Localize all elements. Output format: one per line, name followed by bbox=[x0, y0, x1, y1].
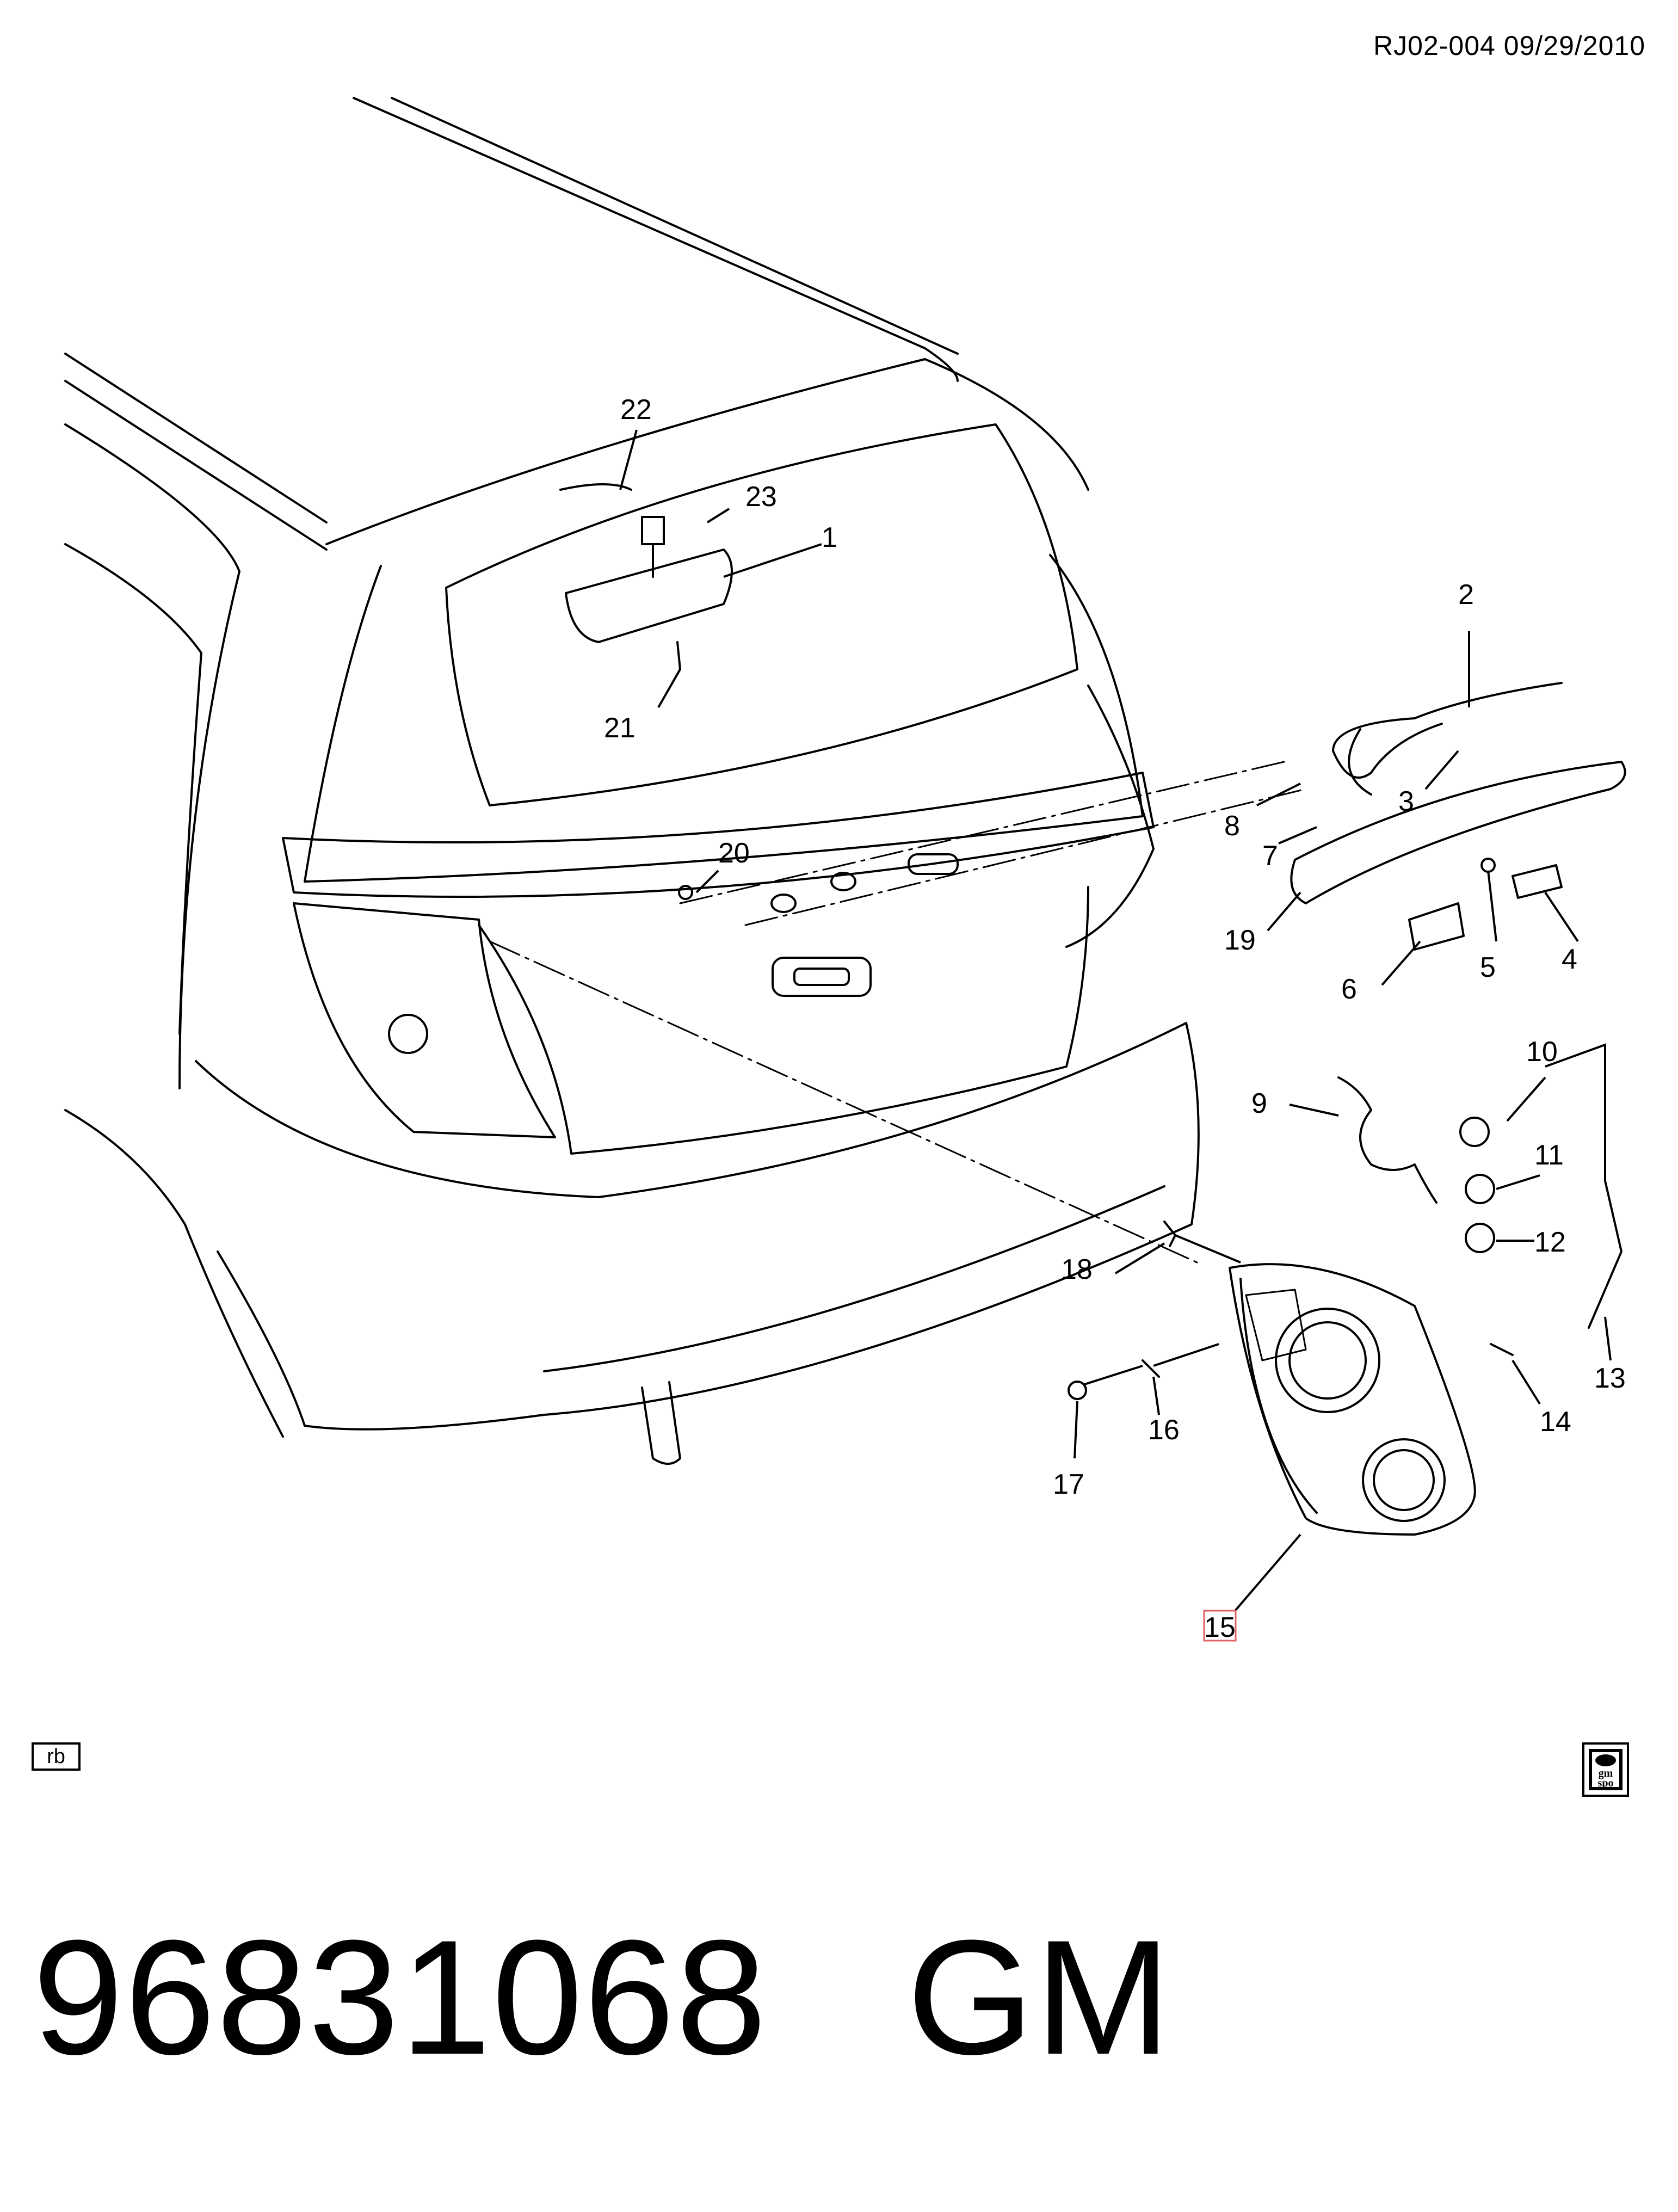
callout-14: 14 bbox=[1540, 1406, 1571, 1438]
callout-2: 2 bbox=[1458, 579, 1474, 611]
callout-5: 5 bbox=[1480, 952, 1496, 983]
leader-21 bbox=[657, 669, 681, 708]
callout-22: 22 bbox=[620, 394, 652, 426]
callout-8: 8 bbox=[1224, 810, 1240, 842]
spoiler-band bbox=[282, 772, 1155, 898]
callout-9: 9 bbox=[1251, 1088, 1267, 1119]
document-id: RJ02-004 09/29/2010 bbox=[1373, 30, 1645, 61]
leader-14 bbox=[1512, 1359, 1541, 1405]
tailgate-outline bbox=[304, 554, 1144, 883]
left-door bbox=[64, 543, 202, 1035]
part-9-harness bbox=[1337, 1076, 1438, 1204]
part-15-tail-lamp bbox=[1229, 1263, 1476, 1536]
leader-8 bbox=[1256, 782, 1301, 806]
connection-line-a bbox=[489, 940, 1198, 1264]
logo-text-bottom: spo bbox=[1597, 1777, 1614, 1789]
gm-spo-logo-icon: gm spo bbox=[1582, 1742, 1629, 1797]
part-22-wire bbox=[559, 483, 632, 491]
callout-1: 1 bbox=[822, 522, 837, 553]
left-wheel-arch bbox=[64, 1109, 284, 1438]
part-19-spoiler bbox=[1290, 761, 1626, 904]
roof-top bbox=[924, 347, 959, 382]
callout-19: 19 bbox=[1224, 925, 1256, 956]
callout-4: 4 bbox=[1562, 944, 1577, 975]
connection-line-c bbox=[679, 761, 1285, 904]
part-number: 96831068 bbox=[33, 1906, 768, 2088]
leader-18 bbox=[1114, 1242, 1165, 1274]
leader-10b bbox=[1545, 1043, 1606, 1181]
tow-hook bbox=[641, 1381, 681, 1465]
rear-bumper bbox=[195, 1022, 1200, 1431]
roof-edge-2 bbox=[391, 97, 959, 355]
leader-10 bbox=[1506, 1076, 1546, 1122]
bumper-strip bbox=[543, 1185, 1165, 1372]
leader-7 bbox=[1278, 826, 1317, 845]
connection-line-b bbox=[744, 788, 1307, 926]
tailgate-top bbox=[325, 358, 1089, 545]
callout-21: 21 bbox=[604, 712, 636, 744]
leader-19 bbox=[1267, 891, 1301, 932]
callout-17: 17 bbox=[1053, 1469, 1084, 1500]
leader-15 bbox=[1234, 1533, 1301, 1612]
callout-23: 23 bbox=[745, 481, 777, 513]
left-lamp-area bbox=[293, 902, 556, 1138]
leader-20 bbox=[695, 870, 719, 894]
leader-13 bbox=[1604, 1316, 1612, 1361]
bumper-lower bbox=[217, 1250, 306, 1427]
callout-3: 3 bbox=[1398, 786, 1414, 817]
callout-16: 16 bbox=[1148, 1414, 1180, 1446]
logo-text-top: gm bbox=[1598, 1767, 1613, 1779]
leader-11 bbox=[1496, 1174, 1540, 1190]
leader-1 bbox=[723, 543, 822, 578]
rear-glass bbox=[445, 423, 1078, 806]
part-1-chmsl bbox=[565, 549, 733, 643]
roof-edge bbox=[353, 97, 926, 349]
leader-6 bbox=[1381, 940, 1421, 986]
leader-18b bbox=[1175, 1234, 1241, 1264]
callout-6: 6 bbox=[1341, 973, 1357, 1005]
leader-22 bbox=[619, 429, 638, 490]
leader-3 bbox=[1424, 750, 1459, 790]
callout-20: 20 bbox=[718, 837, 750, 869]
part-4-lamp bbox=[1512, 864, 1563, 899]
left-body-side bbox=[64, 423, 240, 1089]
leader-4 bbox=[1544, 891, 1579, 942]
leader-17 bbox=[1074, 1401, 1078, 1459]
leader-17b bbox=[1082, 1365, 1143, 1386]
leader-16 bbox=[1152, 1376, 1160, 1415]
leader-5 bbox=[1487, 870, 1497, 942]
right-lamp-cavity bbox=[1065, 685, 1155, 948]
callout-18: 18 bbox=[1061, 1254, 1093, 1285]
callout-15: 15 bbox=[1204, 1612, 1236, 1643]
callout-12: 12 bbox=[1534, 1227, 1566, 1258]
leader-16b bbox=[1153, 1343, 1219, 1367]
license-plate-area bbox=[478, 886, 1089, 1155]
part-6-lamp bbox=[1408, 902, 1465, 951]
rb-label-box: rb bbox=[32, 1742, 81, 1771]
callout-13: 13 bbox=[1594, 1363, 1626, 1394]
rb-label: rb bbox=[47, 1745, 65, 1768]
part-number-line: 96831068 GM bbox=[33, 1915, 1172, 2079]
callout-10: 10 bbox=[1526, 1036, 1558, 1068]
callout-11: 11 bbox=[1534, 1139, 1564, 1171]
callout-15-highlight bbox=[1203, 1610, 1237, 1642]
leader-23 bbox=[706, 508, 730, 523]
part-13-wire bbox=[1588, 1180, 1623, 1329]
left-roof-rail bbox=[64, 353, 328, 523]
callout-7: 7 bbox=[1262, 840, 1278, 872]
brand-name: GM bbox=[906, 1906, 1173, 2088]
leader-9 bbox=[1289, 1104, 1339, 1117]
left-roof-rail-2 bbox=[64, 380, 328, 551]
